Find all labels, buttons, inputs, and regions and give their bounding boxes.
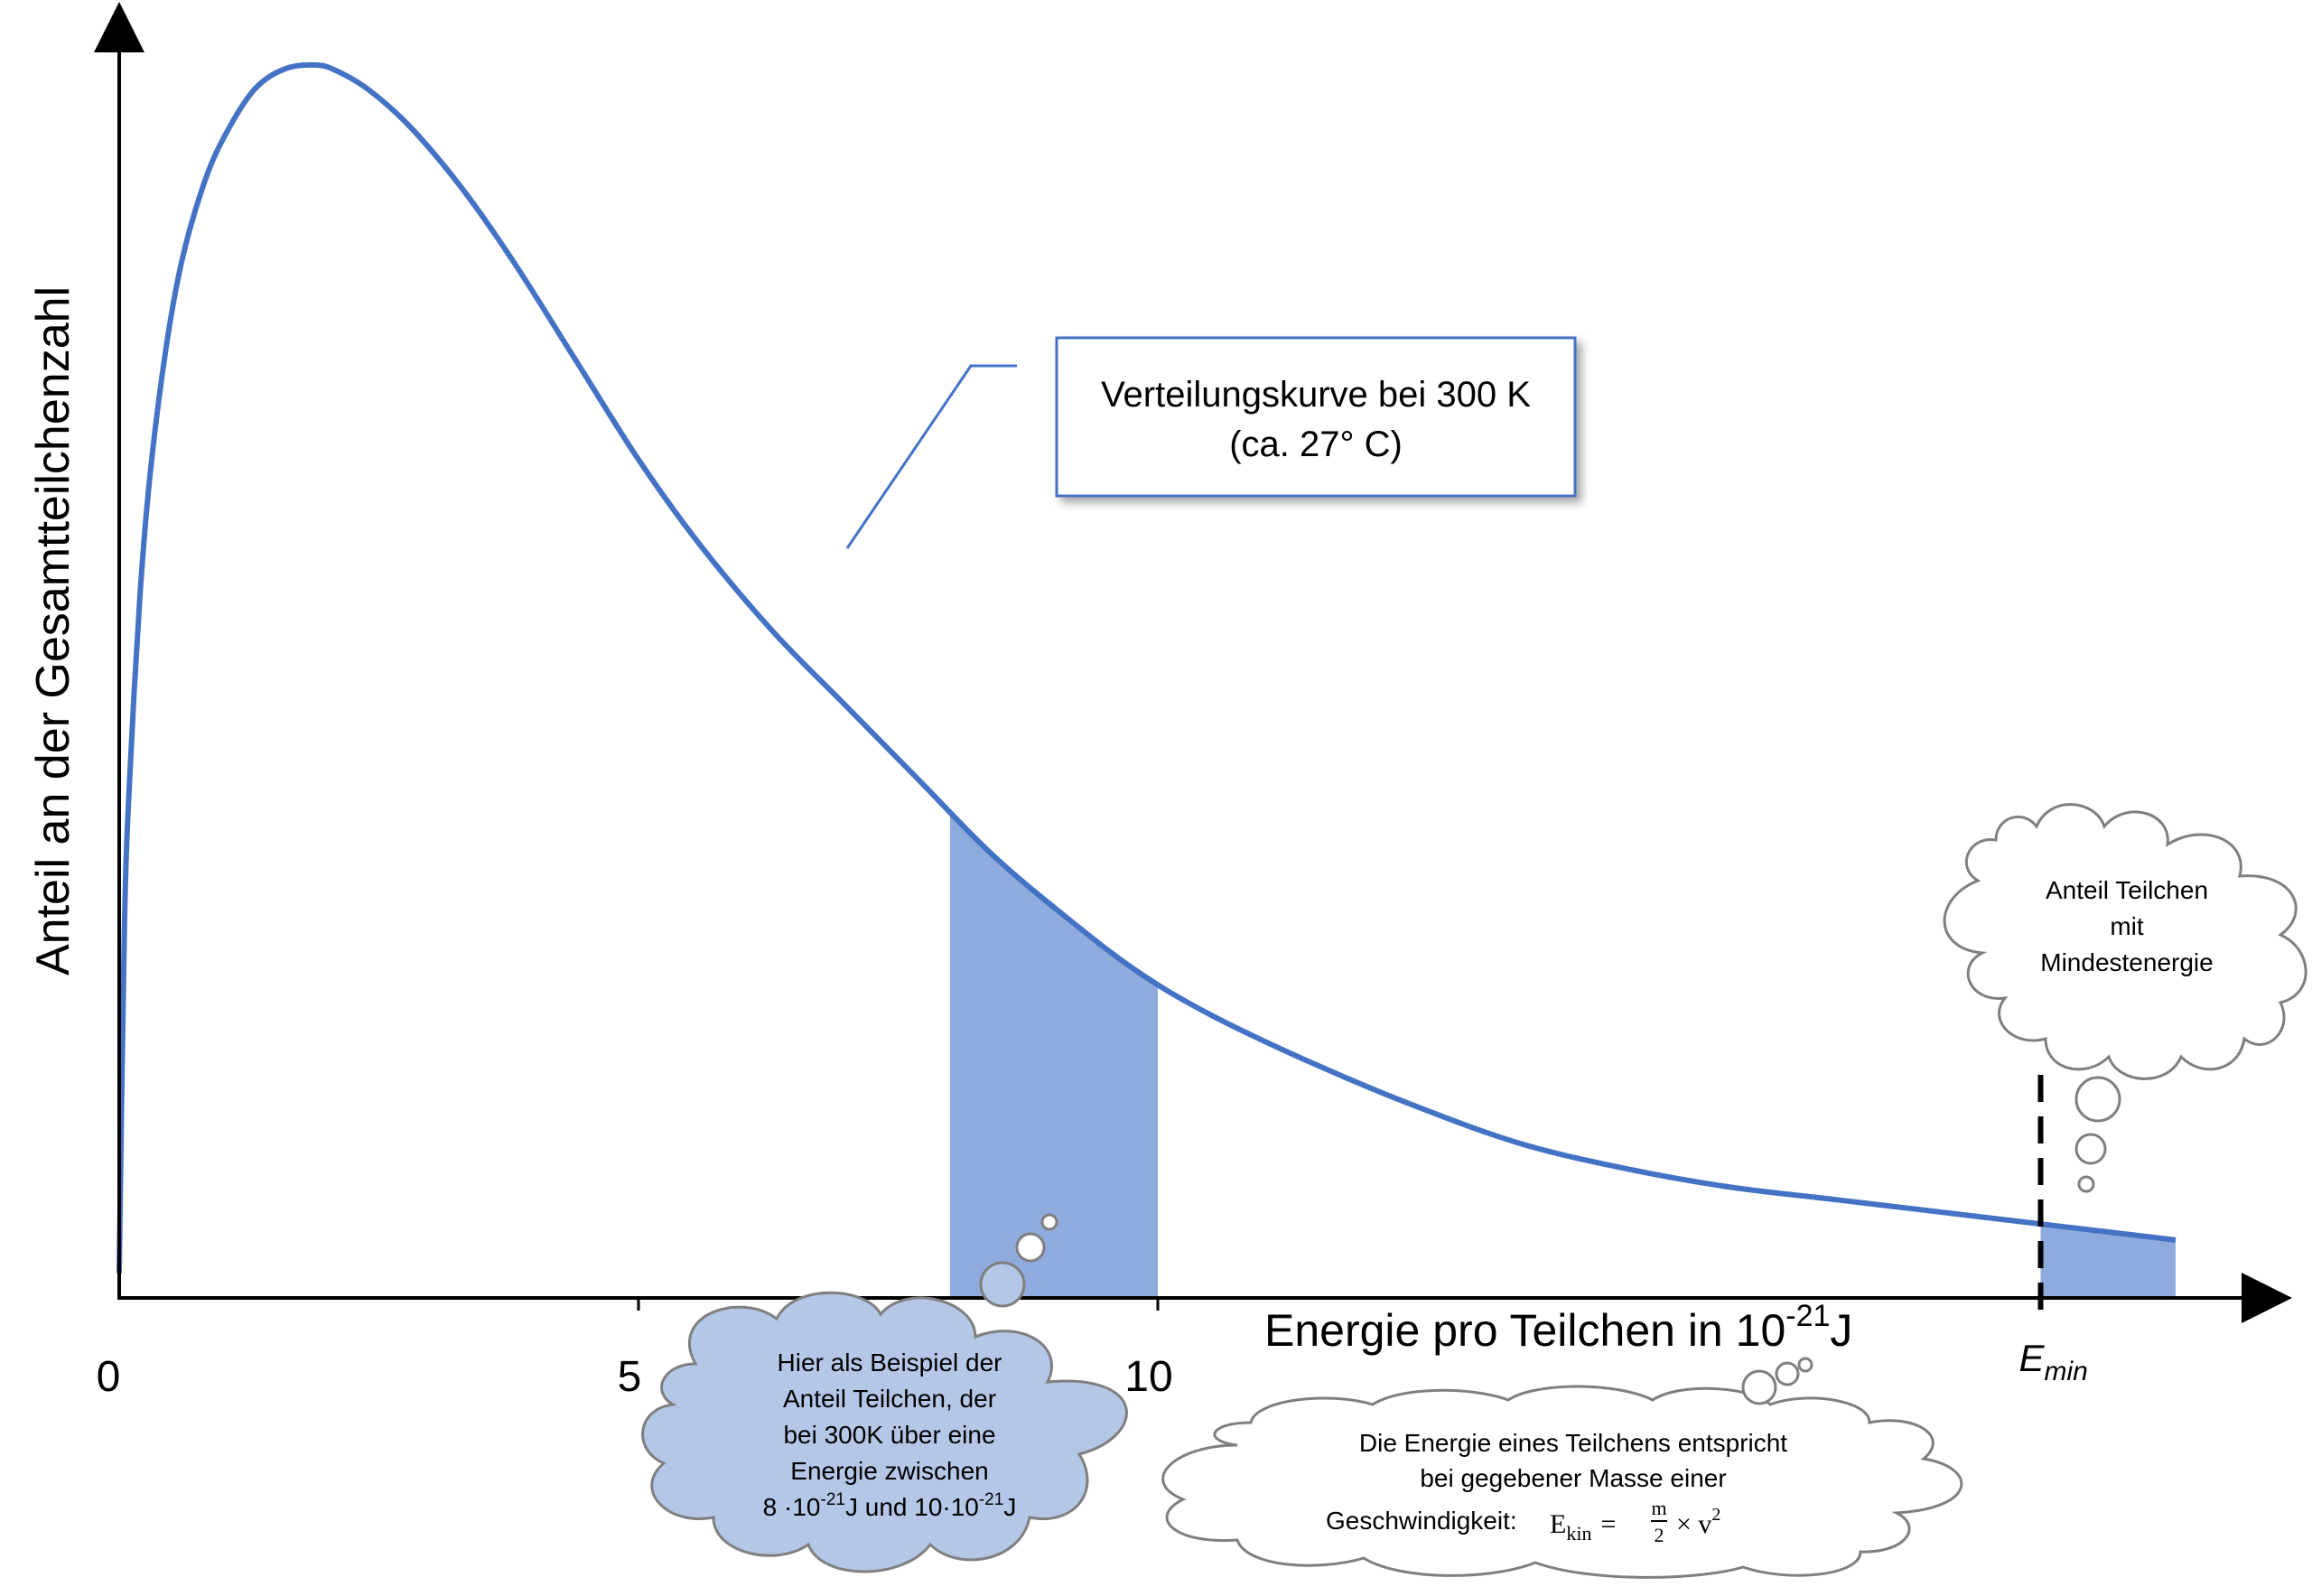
cloud-example-shape [641,1291,1128,1573]
cloud-formula: Die Energie eines Teilchens entspricht b… [1161,1357,1963,1579]
cloud-formula-bubble-medium [1775,1361,1800,1386]
shaded-regions [950,811,2176,1298]
y-axis-label: Anteil an der Gesamtteilchenzahl [27,286,79,975]
cloud-formula-bubble-small [1797,1357,1813,1373]
cloud-emin-line-2: mit [2110,912,2144,940]
distribution-curve [117,61,2177,1274]
cloud-emin-bubble-large [2074,1076,2121,1123]
x-tick-label: 5 [618,1353,642,1401]
cloud-example-bubble-medium [1015,1232,1046,1263]
cloud-formula-times-v: × v2 [1676,1505,1720,1539]
cloud-formula-bubble-large [1741,1369,1777,1405]
cloud-formula-line-3: Geschwindigkeit: [1326,1507,1517,1535]
cloud-example-line-4: Energie zwischen [790,1457,988,1485]
callout-leader-line [845,364,1017,549]
cloud-emin-bubble-small [2077,1175,2095,1193]
cloud-example-line-2: Anteil Teilchen, der [783,1385,996,1413]
cloud-example-bubble-small [1040,1213,1058,1231]
cloud-example-line-1: Hier als Beispiel der [778,1349,1002,1377]
cloud-example-line-5: 8 ·10-21J und 10·10-21J [763,1490,1017,1521]
cloud-example-line-3: bei 300K über eine [783,1421,995,1449]
x-axis-label: Energie pro Teilchen in 10-21J [1264,1299,1852,1356]
cloud-formula-expression: Ekin= [1550,1509,1616,1545]
cloud-emin: Anteil Teilchen mit Mindestenergie [1943,803,2307,1193]
cloud-formula-shape [1161,1385,1963,1579]
cloud-example: Hier als Beispiel der Anteil Teilchen, d… [641,1213,1128,1573]
cloud-emin-line-1: Anteil Teilchen [2046,876,2208,904]
x-tick-label: 0 [97,1353,121,1401]
cloud-emin-line-3: Mindestenergie [2040,948,2213,976]
cloud-emin-shape [1943,803,2307,1080]
cloud-example-bubble-large [979,1261,1026,1308]
x-ticks: 0 5 10 [97,1298,1173,1401]
cloud-formula-line-1: Die Energie eines Teilchens entspricht [1359,1429,1787,1457]
cloud-emin-bubble-medium [2074,1133,2107,1165]
cloud-formula-denominator: 2 [1655,1524,1664,1546]
cloud-formula-line-2: bei gegebener Masse einer [1420,1464,1726,1492]
callout-line-1: Verteilungskurve bei 300 K [1101,375,1531,415]
shaded-region-2 [2040,1224,2176,1298]
callout-box [1055,336,1577,498]
shaded-region-1 [950,811,1158,1298]
callout-line-2: (ca. 27° C) [1229,425,1403,464]
cloud-formula-numerator: m [1651,1497,1666,1519]
emin-label: Emin [2019,1337,2088,1386]
x-tick-label: 10 [1124,1353,1172,1401]
